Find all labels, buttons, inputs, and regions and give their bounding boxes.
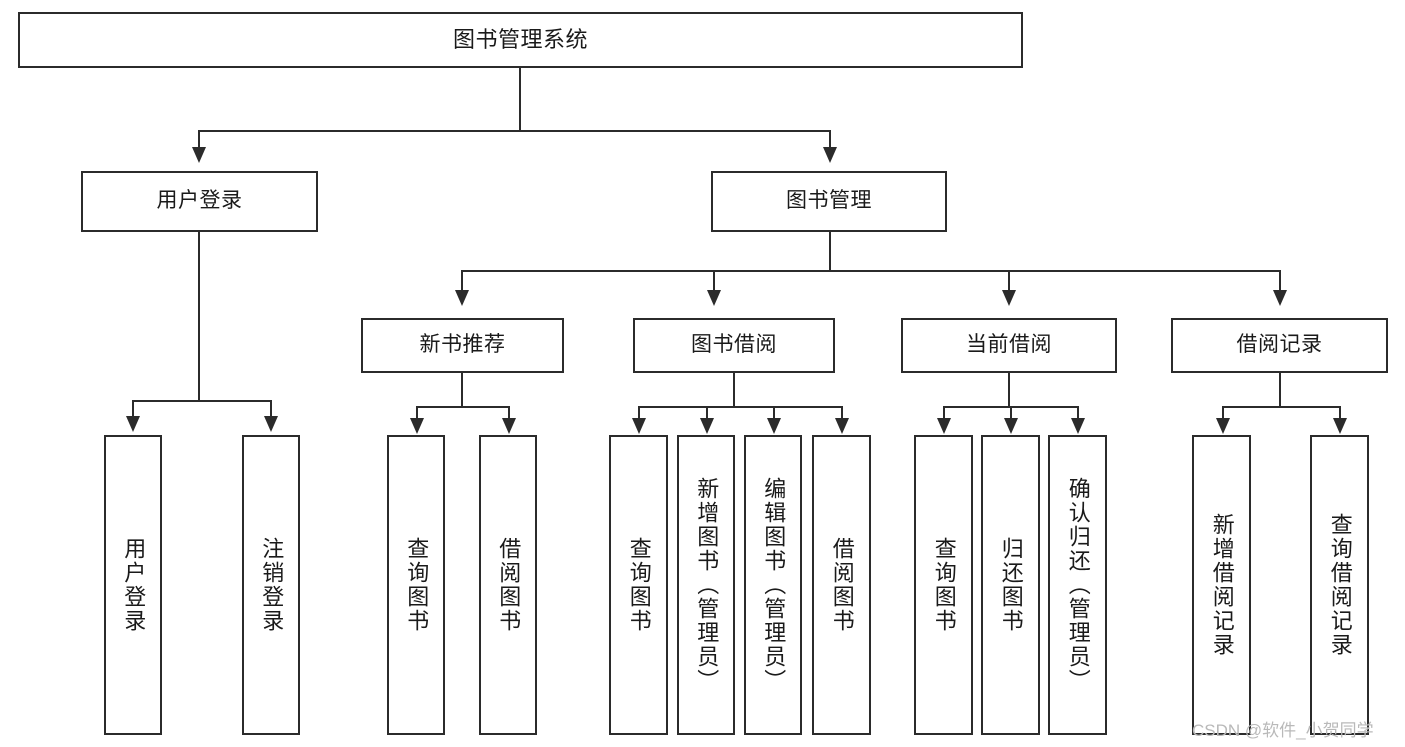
connector-book-borrow-bus (638, 406, 841, 408)
node-borrow-record[interactable]: 借阅记录 (1171, 318, 1388, 373)
node-label: 归还图书 (998, 537, 1024, 633)
connector-borrow-record-stem (1279, 373, 1281, 406)
connector-new-book-bus (416, 406, 508, 408)
connector-user-login-drop-2 (270, 400, 272, 418)
arrow-to-leaf-confirm-return (1071, 418, 1085, 434)
connector-level2-drop-1 (461, 270, 463, 292)
node-label: 确认归还（管理员） (1065, 477, 1091, 693)
connector-root-drop-1 (198, 130, 200, 149)
node-current-borrow[interactable]: 当前借阅 (901, 318, 1117, 373)
connector-user-login-stem (198, 232, 200, 400)
node-label: 用户登录 (156, 189, 243, 213)
node-label: 借阅图书 (829, 537, 855, 633)
connector-level2-drop-4 (1279, 270, 1281, 292)
connector-borrow-record-drop-2 (1339, 406, 1341, 420)
arrow-to-leaf-user-login (126, 416, 140, 432)
arrow-to-borrow-record (1273, 290, 1287, 306)
leaf-edit-book-admin[interactable]: 编辑图书（管理员） (744, 435, 802, 735)
node-label: 图书管理 (786, 189, 872, 213)
node-label: 新增借阅记录 (1209, 513, 1235, 657)
leaf-user-login[interactable]: 用户登录 (104, 435, 162, 735)
connector-level2-drop-2 (713, 270, 715, 292)
node-user-login[interactable]: 用户登录 (81, 171, 318, 232)
leaf-query-book-1[interactable]: 查询图书 (387, 435, 445, 735)
connector-borrow-record-bus (1222, 406, 1339, 408)
arrow-to-leaf-logout (264, 416, 278, 432)
node-label: 当前借阅 (966, 333, 1052, 357)
leaf-borrow-book-1[interactable]: 借阅图书 (479, 435, 537, 735)
leaf-query-book-3[interactable]: 查询图书 (914, 435, 973, 735)
node-book-borrow[interactable]: 图书借阅 (633, 318, 835, 373)
arrow-to-leaf-return-book (1004, 418, 1018, 434)
arrow-to-leaf-add-record (1216, 418, 1230, 434)
arrow-to-leaf-query-book-1 (410, 418, 424, 434)
node-label: 新书推荐 (419, 333, 506, 357)
arrow-to-current-borrow (1002, 290, 1016, 306)
connector-borrow-record-drop-1 (1222, 406, 1224, 420)
arrow-to-leaf-edit-book (767, 418, 781, 434)
connector-book-borrow-drop-2 (706, 406, 708, 420)
node-label: 查询借阅记录 (1327, 513, 1353, 657)
leaf-query-borrow-record[interactable]: 查询借阅记录 (1310, 435, 1369, 735)
node-label: 新增图书（管理员） (694, 477, 720, 693)
leaf-add-book-admin[interactable]: 新增图书（管理员） (677, 435, 735, 735)
connector-book-management-stem (829, 232, 831, 270)
connector-book-borrow-drop-1 (638, 406, 640, 420)
leaf-confirm-return-admin[interactable]: 确认归还（管理员） (1048, 435, 1107, 735)
arrow-to-user-login (192, 147, 206, 163)
csdn-watermark: CSDN @软件_小贺同学 (1192, 721, 1374, 740)
node-label: 注销登录 (259, 537, 285, 633)
arrow-to-leaf-add-book (700, 418, 714, 434)
arrow-to-leaf-query-book-2 (632, 418, 646, 434)
node-root-book-management-system[interactable]: 图书管理系统 (18, 12, 1023, 68)
connector-book-borrow-drop-4 (841, 406, 843, 420)
leaf-logout[interactable]: 注销登录 (242, 435, 300, 735)
node-label: 编辑图书（管理员） (761, 477, 787, 693)
node-label: 图书借阅 (691, 333, 777, 357)
node-book-management[interactable]: 图书管理 (711, 171, 947, 232)
connector-level2-bus (461, 270, 1279, 272)
arrow-to-leaf-query-record (1333, 418, 1347, 434)
arrow-to-leaf-borrow-book-2 (835, 418, 849, 434)
leaf-return-book[interactable]: 归还图书 (981, 435, 1040, 735)
connector-book-borrow-drop-3 (773, 406, 775, 420)
node-label: 图书管理系统 (452, 27, 588, 53)
leaf-borrow-book-2[interactable]: 借阅图书 (812, 435, 871, 735)
node-label: 借阅图书 (496, 537, 522, 633)
leaf-query-book-2[interactable]: 查询图书 (609, 435, 668, 735)
node-new-book-recommend[interactable]: 新书推荐 (361, 318, 564, 373)
connector-new-book-stem (461, 373, 463, 406)
connector-root-bus (198, 130, 831, 132)
node-label: 用户登录 (121, 537, 147, 633)
node-label: 查询图书 (626, 537, 652, 633)
connector-user-login-bus (132, 400, 272, 402)
connector-current-borrow-drop-3 (1077, 406, 1079, 420)
arrow-to-leaf-query-book-3 (937, 418, 951, 434)
arrow-to-leaf-borrow-book-1 (502, 418, 516, 434)
connector-current-borrow-drop-2 (1010, 406, 1012, 420)
connector-root-drop-2 (829, 130, 831, 149)
node-label: 查询图书 (931, 537, 957, 633)
arrow-to-book-borrow (707, 290, 721, 306)
node-label: 借阅记录 (1236, 333, 1323, 357)
connector-user-login-drop-1 (132, 400, 134, 418)
connector-current-borrow-stem (1008, 373, 1010, 406)
node-label: 查询图书 (404, 537, 430, 633)
connector-root-stem (519, 68, 521, 130)
connector-new-book-drop-2 (508, 406, 510, 420)
connector-current-borrow-drop-1 (943, 406, 945, 420)
connector-book-borrow-stem (733, 373, 735, 406)
arrow-to-new-book-recommend (455, 290, 469, 306)
arrow-to-book-management (823, 147, 837, 163)
connector-level2-drop-3 (1008, 270, 1010, 292)
connector-new-book-drop-1 (416, 406, 418, 420)
leaf-add-borrow-record[interactable]: 新增借阅记录 (1192, 435, 1251, 735)
